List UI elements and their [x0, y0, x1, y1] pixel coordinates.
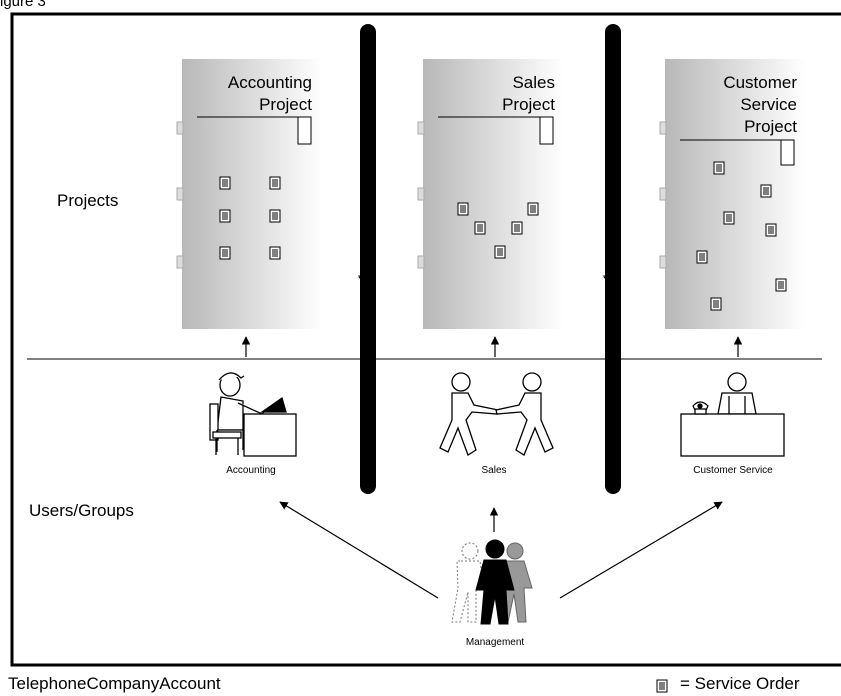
service-order-icon [723, 211, 735, 225]
service-order-icon [474, 221, 486, 235]
security-label: Security [603, 225, 620, 283]
project-tab [176, 121, 184, 135]
people-group-icon [451, 539, 533, 625]
service-order-icon [696, 250, 708, 264]
project-marker [539, 116, 554, 145]
project-title-line: Accounting [228, 73, 312, 92]
project-tab [659, 255, 667, 269]
project-title-line: Sales [512, 73, 555, 92]
accountant-at-desk-icon [209, 372, 297, 457]
project-accounting: Accounting Project [176, 59, 322, 329]
users-groups-section-label: Users/Groups [29, 501, 134, 520]
project-title-line: Service [740, 95, 797, 114]
project-title-line: Project [744, 117, 797, 136]
project-tab [659, 121, 667, 135]
service-order-icon [527, 202, 539, 216]
service-order-icon [219, 176, 231, 190]
service-order-icon [656, 679, 668, 693]
service-order-icon [219, 246, 231, 260]
security-label: Security [358, 225, 375, 283]
handshake-people-icon [439, 372, 554, 456]
account-label: TelephoneCompanyAccount [8, 674, 221, 693]
service-order-icon [775, 278, 787, 292]
project-panel [182, 59, 322, 329]
management-arrow [559, 501, 723, 599]
group-label-sales: Sales [481, 465, 506, 476]
service-order-icon [713, 161, 725, 175]
security-barrier-left: Security [358, 24, 376, 494]
project-tab [417, 121, 425, 135]
figure-caption: igure 3 [0, 0, 46, 10]
group-label-customer-service: Customer Service [693, 465, 773, 476]
security-barrier-right: Security [603, 24, 621, 494]
project-tab [417, 255, 425, 269]
service-order-icon [765, 223, 777, 237]
project-title-line: Customer [723, 73, 797, 92]
service-desk-person-icon [680, 372, 785, 457]
project-tab [417, 187, 425, 201]
service-order-icon [457, 202, 469, 216]
project-tab [176, 187, 184, 201]
project-title-line: Project [502, 95, 555, 114]
project-customer-service: Customer Service Project [659, 59, 805, 329]
group-label-management: Management [466, 637, 525, 648]
project-title-line: Project [259, 95, 312, 114]
service-order-icon [494, 245, 506, 259]
project-marker [780, 139, 795, 166]
project-marker [297, 116, 312, 145]
management-arrow [279, 501, 439, 599]
group-label-accounting: Accounting [226, 465, 275, 476]
projects-section-label: Projects [57, 191, 118, 210]
service-order-icon [269, 209, 281, 223]
service-order-icon [219, 209, 231, 223]
service-order-icon [710, 297, 722, 311]
service-order-icon [269, 176, 281, 190]
service-order-icon [760, 184, 772, 198]
project-tab [659, 187, 667, 201]
project-tab [176, 255, 184, 269]
legend-label: = Service Order [680, 674, 800, 693]
project-panel [423, 59, 563, 329]
service-order-icon [511, 221, 523, 235]
project-sales: Sales Project [417, 59, 563, 329]
service-order-icon [269, 246, 281, 260]
